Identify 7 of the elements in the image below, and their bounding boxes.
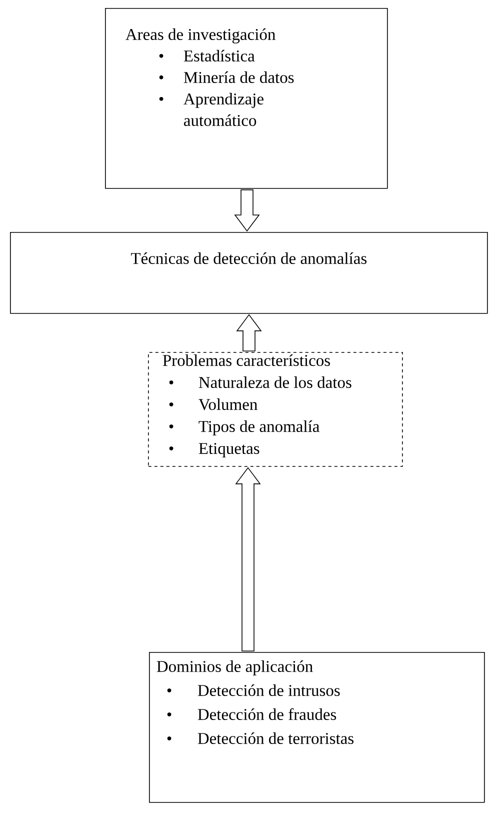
block-arrow xyxy=(236,314,262,352)
text-box: Problemas característicos • Naturaleza de los datos • Volumen • Tipos de anomalía • Etiquetas xyxy=(148,352,403,467)
block-arrow xyxy=(234,189,260,232)
text-box: Areas de investigación • Estadística • Minería de datos • Aprendizaje automático xyxy=(105,8,388,189)
text-box: Técnicas de detección de anomalías xyxy=(10,232,488,314)
block-arrow xyxy=(235,467,261,652)
text-box: Dominios de aplicación • Detección de intrusos • Detección de fraudes • Detección de terroristas xyxy=(149,652,485,803)
